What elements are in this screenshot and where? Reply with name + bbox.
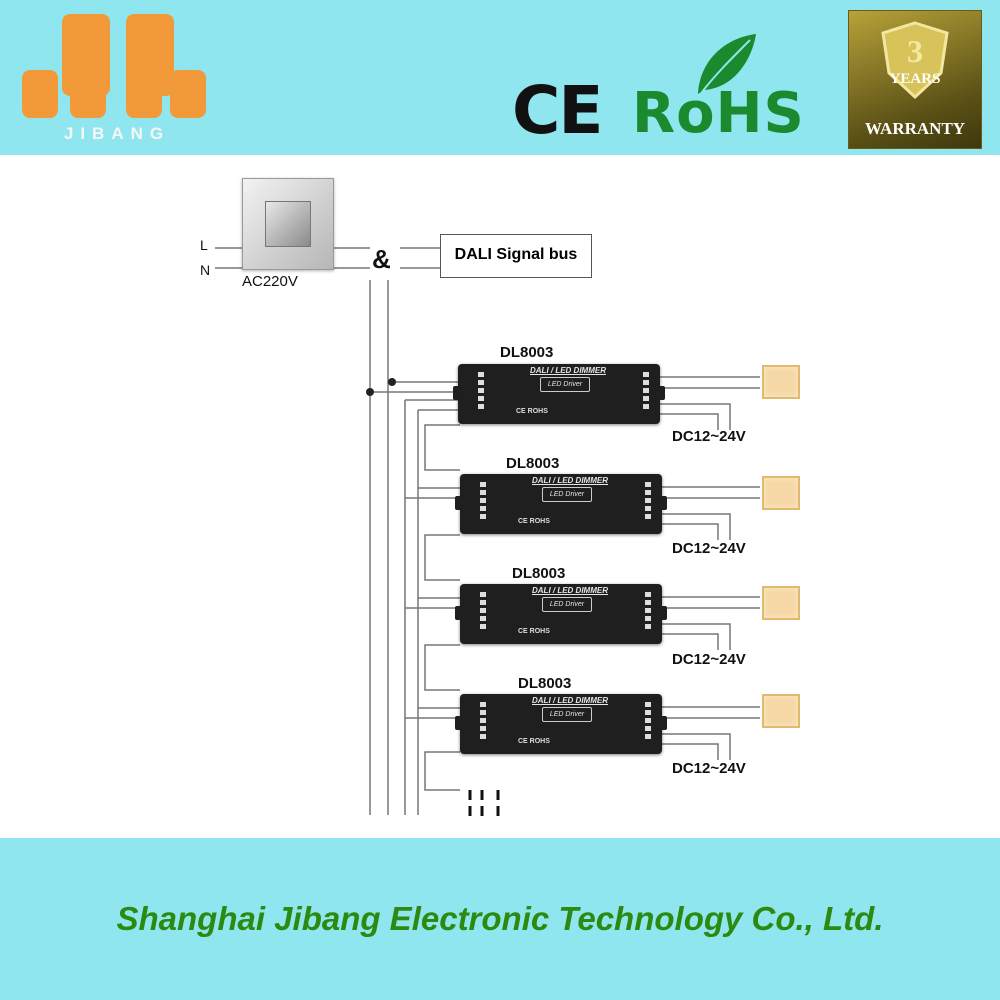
input-terminal <box>480 702 486 740</box>
switch-rocker <box>265 201 311 247</box>
output-terminal <box>643 372 649 410</box>
dimmer-unit: DALI / LED DIMMER LED Driver CE ROHS <box>453 364 665 424</box>
unit-driver-label: LED Driver <box>540 377 590 392</box>
ce-mark: CE <box>512 72 604 149</box>
unit-output: DC12~24V <box>672 760 746 777</box>
unit-driver-label: LED Driver <box>542 597 592 612</box>
company-name: Shanghai Jibang Electronic Technology Co… <box>116 900 884 937</box>
mount-lug <box>453 386 460 400</box>
mount-lug <box>660 606 667 620</box>
mount-lug <box>660 716 667 730</box>
output-terminal <box>645 592 651 630</box>
jibang-logo <box>22 14 206 118</box>
footer-band <box>0 838 1000 1000</box>
unit-panel-title: DALI / LED DIMMER <box>532 696 608 705</box>
unit-cert: CE ROHS <box>518 628 550 635</box>
shield-icon <box>881 21 949 100</box>
brand-wordmark: JIBANG <box>63 124 171 143</box>
unit-panel-title: DALI / LED DIMMER <box>532 586 608 595</box>
mount-lug <box>660 496 667 510</box>
line-n-label: N <box>200 262 211 278</box>
unit-output: DC12~24V <box>672 428 746 445</box>
unit-model: DL8003 <box>506 455 560 472</box>
dimmer-unit: DALI / LED DIMMER LED Driver CE ROHS <box>455 584 667 644</box>
led-lamp <box>762 365 800 399</box>
dimmer-unit: DALI / LED DIMMER LED Driver CE ROHS <box>455 694 667 754</box>
mount-lug <box>658 386 665 400</box>
mount-lug <box>455 606 462 620</box>
unit-driver-label: LED Driver <box>542 487 592 502</box>
warranty-number: 3 <box>907 33 923 69</box>
unit-panel-title: DALI / LED DIMMER <box>532 476 608 485</box>
warranty-badge: 3 YEARS WARRANTY <box>848 10 982 149</box>
unit-model: DL8003 <box>500 344 554 361</box>
unit-output: DC12~24V <box>672 540 746 557</box>
mount-lug <box>455 496 462 510</box>
led-lamp <box>762 476 800 510</box>
wall-switch <box>242 178 334 270</box>
unit-cert: CE ROHS <box>516 408 548 415</box>
unit-panel-title: DALI / LED DIMMER <box>530 366 606 375</box>
supply-label: AC220V <box>242 273 298 290</box>
warranty-years: YEARS <box>889 71 941 87</box>
unit-model: DL8003 <box>512 565 566 582</box>
unit-cert: CE ROHS <box>518 518 550 525</box>
dali-bus-label: DALI Signal bus <box>454 246 578 263</box>
dali-bus-box: DALI Signal bus <box>440 234 592 278</box>
mount-lug <box>455 716 462 730</box>
leaf-icon <box>698 34 756 94</box>
output-terminal <box>645 482 651 520</box>
input-terminal <box>478 372 484 410</box>
input-terminal <box>480 592 486 630</box>
input-terminal <box>480 482 486 520</box>
led-lamp <box>762 586 800 620</box>
output-terminal <box>645 702 651 740</box>
ampersand: & <box>372 244 391 274</box>
line-l-label: L <box>200 237 208 253</box>
unit-output: DC12~24V <box>672 651 746 668</box>
unit-model: DL8003 <box>518 675 572 692</box>
warranty-label: WARRANTY <box>864 119 966 138</box>
rohs-mark: RoHS <box>632 81 805 146</box>
led-lamp <box>762 694 800 728</box>
dimmer-unit: DALI / LED DIMMER LED Driver CE ROHS <box>455 474 667 534</box>
unit-driver-label: LED Driver <box>542 707 592 722</box>
unit-cert: CE ROHS <box>518 738 550 745</box>
